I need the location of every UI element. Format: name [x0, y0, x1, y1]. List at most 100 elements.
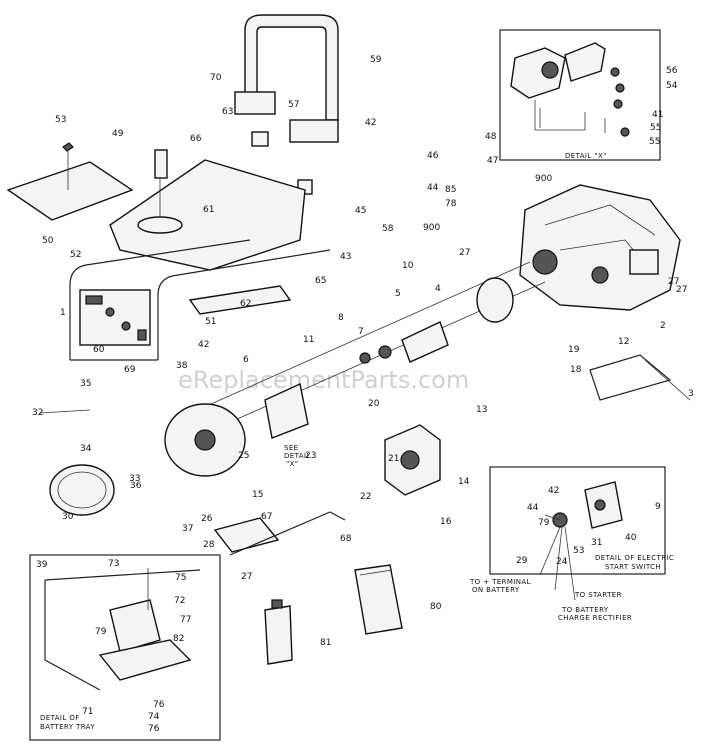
- part-callout-55: 55: [649, 137, 660, 147]
- part-callout-60: 60: [93, 345, 105, 355]
- part-callout-7: 7: [358, 327, 364, 337]
- part-callout-40: 40: [625, 533, 637, 543]
- part-callout-69: 69: [124, 365, 136, 375]
- part-callout-26: 26: [201, 514, 213, 524]
- part-callout-58: 58: [382, 224, 394, 234]
- part-callout-45: 45: [355, 206, 366, 216]
- part-callout-2: 2: [660, 321, 666, 331]
- part-callout-30: 30: [62, 512, 74, 522]
- part-callout-51: 51: [205, 317, 216, 327]
- part-callout-65: 65: [315, 276, 326, 286]
- to-starter-caption: TO STARTER: [574, 591, 622, 599]
- to-battery-caption-1: TO BATTERY: [561, 606, 609, 614]
- generator-rotor-stator: [164, 261, 546, 477]
- part-callout-14: 14: [458, 477, 470, 487]
- part-callout-42: 42: [548, 486, 559, 496]
- part-callout-57: 57: [288, 100, 299, 110]
- part-callout-900: 900: [535, 174, 552, 184]
- part-callout-44: 44: [527, 503, 539, 513]
- part-callout-70: 70: [210, 73, 222, 83]
- part-callout-75: 75: [175, 573, 186, 583]
- part-callout-28: 28: [203, 540, 215, 550]
- part-callout-12: 12: [618, 337, 629, 347]
- part-callout-66: 66: [190, 134, 202, 144]
- part-callout-35: 35: [80, 379, 91, 389]
- part-callout-5: 5: [395, 289, 401, 299]
- part-callout-53: 53: [573, 546, 584, 556]
- part-callout-43: 43: [340, 252, 351, 262]
- part-callout-76: 76: [153, 700, 165, 710]
- part-callout-85: 85: [445, 185, 456, 195]
- part-callout-42: 42: [198, 340, 209, 350]
- owner-manual: [354, 564, 403, 635]
- to-terminal-caption-2: ON BATTERY: [472, 586, 520, 594]
- part-callout-79: 79: [95, 627, 107, 637]
- part-callout-59: 59: [370, 55, 382, 65]
- battery-tray-caption-1: DETAIL OF: [40, 714, 80, 722]
- part-callout-77: 77: [180, 615, 191, 625]
- part-callout-78: 78: [445, 199, 457, 209]
- part-callout-32: 32: [32, 408, 43, 418]
- electric-start-caption-2: START SWITCH: [605, 563, 661, 571]
- part-callout-8: 8: [338, 313, 344, 323]
- part-callout-48: 48: [485, 132, 497, 142]
- part-callout-16: 16: [440, 517, 452, 527]
- part-callout-63: 63: [222, 107, 233, 117]
- part-callout-74: 74: [148, 712, 160, 722]
- part-callout-49: 49: [112, 129, 124, 139]
- part-callout-33: 33: [129, 474, 140, 484]
- part-callout-31: 31: [591, 538, 602, 548]
- see-detail-caption-1: SEE: [284, 444, 299, 452]
- part-callout-18: 18: [570, 365, 582, 375]
- part-callout-27: 27: [676, 285, 687, 295]
- part-callout-10: 10: [402, 261, 414, 271]
- part-callout-21: 21: [388, 454, 399, 464]
- fuel-tank: [109, 149, 306, 271]
- part-callout-11: 11: [303, 335, 314, 345]
- part-callout-22: 22: [360, 492, 371, 502]
- see-detail-caption-3: "X": [286, 460, 298, 468]
- part-callout-13: 13: [476, 405, 487, 415]
- part-callout-56: 56: [666, 66, 678, 76]
- part-callout-3: 3: [688, 389, 694, 399]
- part-callout-29: 29: [516, 556, 528, 566]
- part-callout-900: 900: [423, 223, 440, 233]
- part-callout-39: 39: [36, 560, 48, 570]
- part-callout-34: 34: [80, 444, 92, 454]
- watermark: eReplacementParts.com: [178, 366, 469, 394]
- part-callout-72: 72: [174, 596, 185, 606]
- part-callout-4: 4: [435, 284, 441, 294]
- part-callout-73: 73: [108, 559, 119, 569]
- part-callout-50: 50: [42, 236, 54, 246]
- part-callout-38: 38: [176, 361, 188, 371]
- part-callout-46: 46: [427, 151, 439, 161]
- part-callout-79: 79: [538, 518, 550, 528]
- part-callout-76: 76: [148, 724, 160, 734]
- part-callout-42: 42: [365, 118, 376, 128]
- part-callout-62: 62: [240, 299, 251, 309]
- top-cover-panel: [6, 142, 134, 221]
- see-detail-caption-2: DETAIL: [284, 452, 311, 460]
- handle-assembly: [234, 14, 339, 195]
- part-callout-37: 37: [182, 524, 193, 534]
- detail-x-caption: DETAIL "X": [565, 152, 607, 160]
- part-callout-27: 27: [241, 572, 252, 582]
- part-callout-36: 36: [130, 481, 142, 491]
- part-callout-27: 27: [668, 277, 679, 287]
- part-callout-82: 82: [173, 634, 184, 644]
- electric-start-caption-1: DETAIL OF ELECTRIC: [595, 554, 674, 562]
- part-callout-53: 53: [55, 115, 66, 125]
- part-callout-41: 41: [652, 110, 663, 120]
- part-callout-61: 61: [203, 205, 214, 215]
- battery-tray-caption-2: BATTERY TRAY: [40, 723, 95, 731]
- to-battery-caption-2: CHARGE RECTIFIER: [558, 614, 632, 622]
- part-callout-20: 20: [368, 399, 380, 409]
- part-callout-25: 25: [238, 451, 249, 461]
- part-callout-47: 47: [487, 156, 498, 166]
- part-callout-55: 55: [650, 123, 661, 133]
- part-callout-44: 44: [427, 183, 439, 193]
- part-callout-27: 27: [459, 248, 470, 258]
